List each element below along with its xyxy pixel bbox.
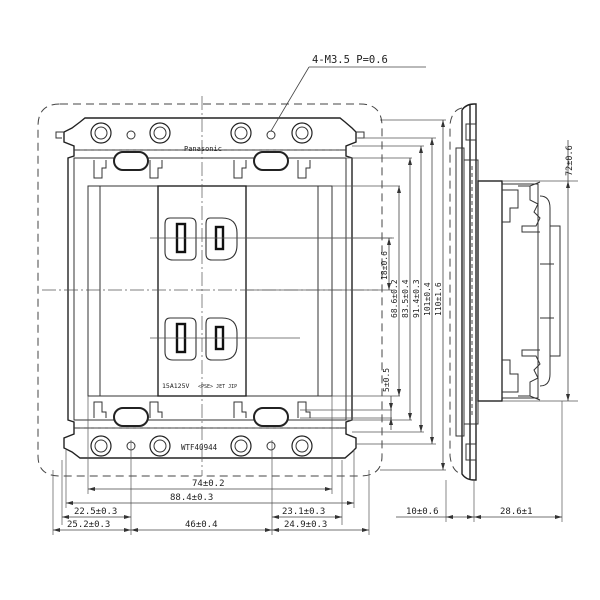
side-tab-top: [465, 123, 477, 141]
cover-plate-outline: [37, 103, 383, 477]
rating-text: 15A125V: [162, 382, 189, 390]
dim-23-1: 23.1±0.3: [282, 507, 325, 517]
dim-24-9: 24.9±0.3: [284, 520, 327, 530]
dim-5: 5±0.5: [382, 368, 391, 392]
vertical-dimensions: 18±0.6 68.6±0.2 83.5±0.4 91.4±0.3 101±0.…: [246, 119, 446, 471]
receptacle-upper: [164, 217, 238, 261]
rear-plate: [549, 225, 561, 357]
dim-72: 72±0.6: [565, 145, 575, 176]
side-body-rear: [501, 183, 539, 399]
dim-10: 10±0.6: [406, 507, 439, 517]
screw-holes-top: [90, 122, 313, 144]
terminal-upper: [502, 181, 541, 233]
brand-mark: Panasonic: [184, 145, 222, 153]
dim-18: 18±0.6: [380, 251, 389, 280]
clip: [93, 401, 107, 418]
terminal-lower: [502, 349, 541, 401]
dim-83-5: 83.5±0.4: [401, 279, 410, 318]
receptacle-lower: [164, 317, 238, 361]
thread-callout-label: 4-M3.5 P=0.6: [312, 54, 388, 66]
side-body: [477, 180, 503, 402]
clip: [149, 401, 163, 418]
dim-28-6: 28.6±1: [500, 507, 533, 517]
frame-inner-body: [73, 157, 347, 421]
clip: [149, 160, 163, 179]
dim-46: 46±0.4: [185, 520, 218, 530]
screw-holes-bottom: [90, 435, 313, 457]
thread-callout: 4-M3.5 P=0.6: [270, 54, 426, 132]
side-plate-lip: [455, 147, 465, 437]
rear-spring: [539, 195, 551, 387]
clip: [297, 401, 311, 418]
dim-101: 101±0.4: [423, 282, 432, 316]
frame-ear-left-top: [55, 131, 64, 139]
side-plate-outline: [449, 107, 463, 475]
clip: [297, 160, 311, 179]
front-view: Panasonic 15A125V <PSE> JET JIP WTF40944: [37, 96, 394, 477]
dim-22-5: 22.5±0.3: [74, 507, 117, 517]
dim-88-4: 88.4±0.3: [170, 493, 213, 503]
dim-110: 110±1.6: [434, 282, 443, 316]
clip: [233, 401, 247, 418]
frame-ear-right-top: [356, 131, 365, 139]
oval-mounting-slots: [113, 151, 289, 427]
mounting-frame: [63, 117, 357, 459]
rating-suffix-text: <PSE> JET JIP: [198, 384, 237, 390]
clip: [93, 160, 107, 179]
clip: [233, 160, 247, 179]
horizontal-dimensions: 74±0.2 88.4±0.3 22.5±0.3 23.1±0.3 25.2±0…: [52, 396, 370, 535]
side-tab-bottom: [465, 443, 477, 461]
dim-74: 74±0.2: [192, 479, 225, 489]
side-view: 72±0.6 10±0.6 28.6±1: [396, 103, 578, 522]
dim-68-6: 68.6±0.2: [390, 279, 399, 318]
dim-91-4: 91.4±0.3: [412, 279, 421, 318]
model-number: WTF40944: [181, 443, 218, 452]
dim-25-2: 25.2±0.3: [67, 520, 110, 530]
side-plate: [461, 103, 477, 481]
